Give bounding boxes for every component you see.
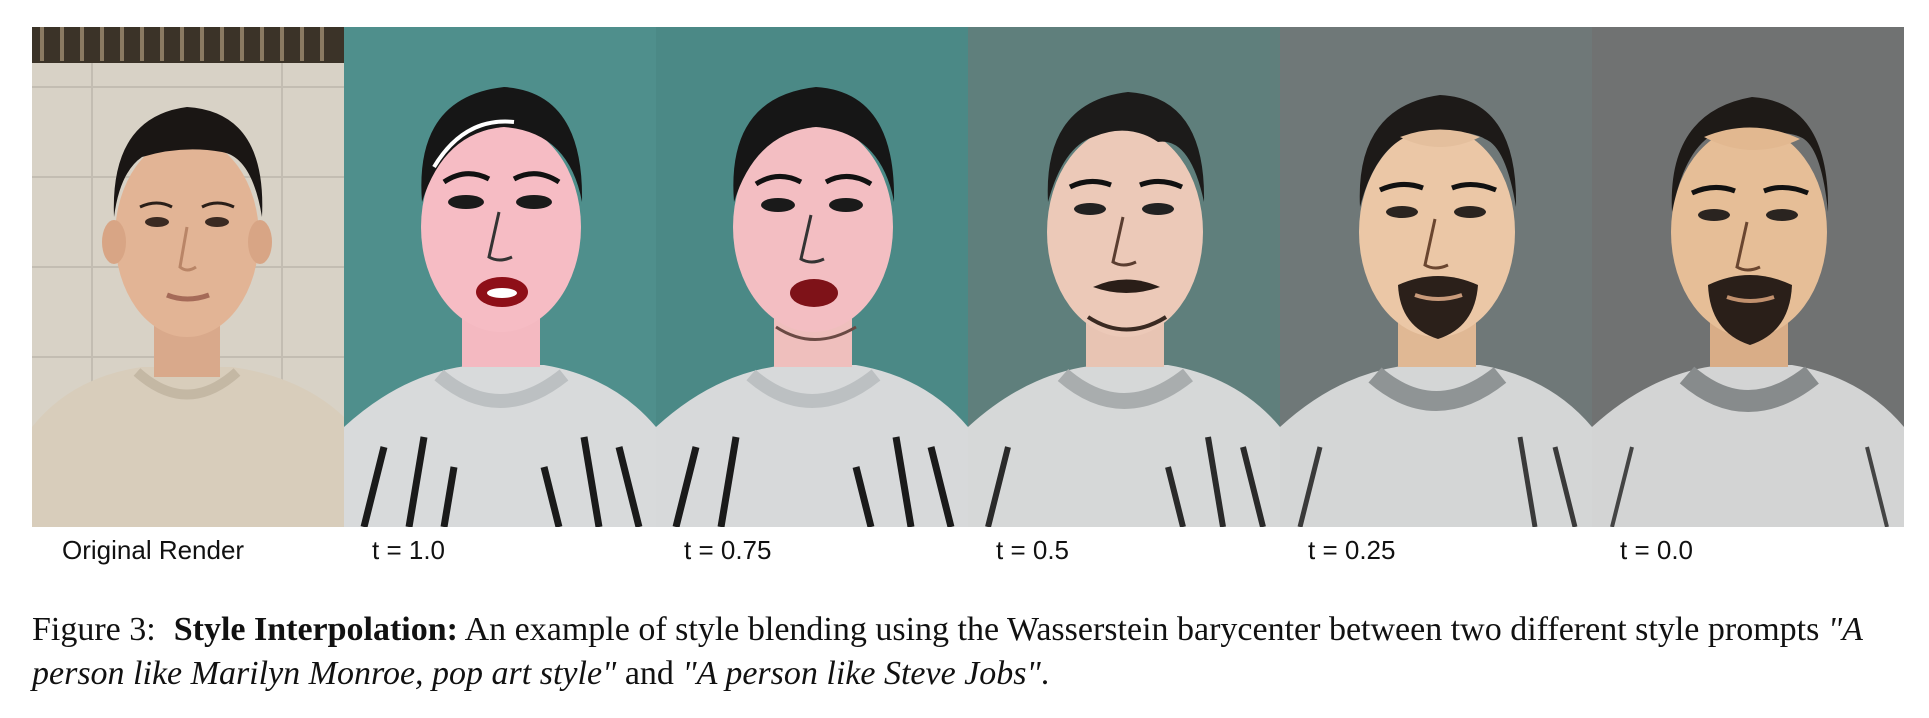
blend-portrait-image-05 bbox=[968, 27, 1280, 527]
label-t-0-5: t = 0.5 bbox=[996, 535, 1069, 565]
label-t-0-25: t = 0.25 bbox=[1308, 535, 1396, 565]
panel-t-0-0 bbox=[1592, 27, 1904, 527]
caption-prefix: Figure 3: bbox=[32, 611, 156, 648]
jobs-portrait-image-025 bbox=[1280, 27, 1592, 527]
figure-image-strip bbox=[32, 27, 1904, 527]
caption-quote-2: "A person like Steve Jobs" bbox=[682, 655, 1041, 692]
panel-t-0-75 bbox=[656, 27, 968, 527]
label-t-0-0: t = 0.0 bbox=[1620, 535, 1693, 565]
jobs-portrait-image-00 bbox=[1592, 27, 1904, 527]
blend-portrait-image-075 bbox=[656, 27, 968, 527]
figure-caption: Figure 3: Style Interpolation: An example… bbox=[32, 608, 1912, 696]
label-t-1-0: t = 1.0 bbox=[372, 535, 445, 565]
panel-t-0-25 bbox=[1280, 27, 1592, 527]
panel-t-0-5 bbox=[968, 27, 1280, 527]
caption-title: Style Interpolation: bbox=[173, 611, 458, 648]
caption-quote-1: "A person like Marilyn Monroe, pop art s… bbox=[32, 611, 1863, 692]
caption-text-3: . bbox=[1040, 655, 1050, 692]
label-original-render: Original Render bbox=[62, 535, 245, 565]
label-t-0-75: t = 0.75 bbox=[684, 535, 772, 565]
panel-t-1-0 bbox=[344, 27, 656, 527]
caption-text-1: An example of style blending using the W… bbox=[458, 611, 1828, 648]
caption-text-2: and bbox=[616, 655, 683, 692]
original-render-image bbox=[32, 27, 344, 527]
panel-original-render bbox=[32, 27, 344, 527]
popart-portrait-image bbox=[344, 27, 656, 527]
panel-labels: Original Render t = 1.0 t = 0.75 t = 0.5… bbox=[32, 530, 1904, 570]
